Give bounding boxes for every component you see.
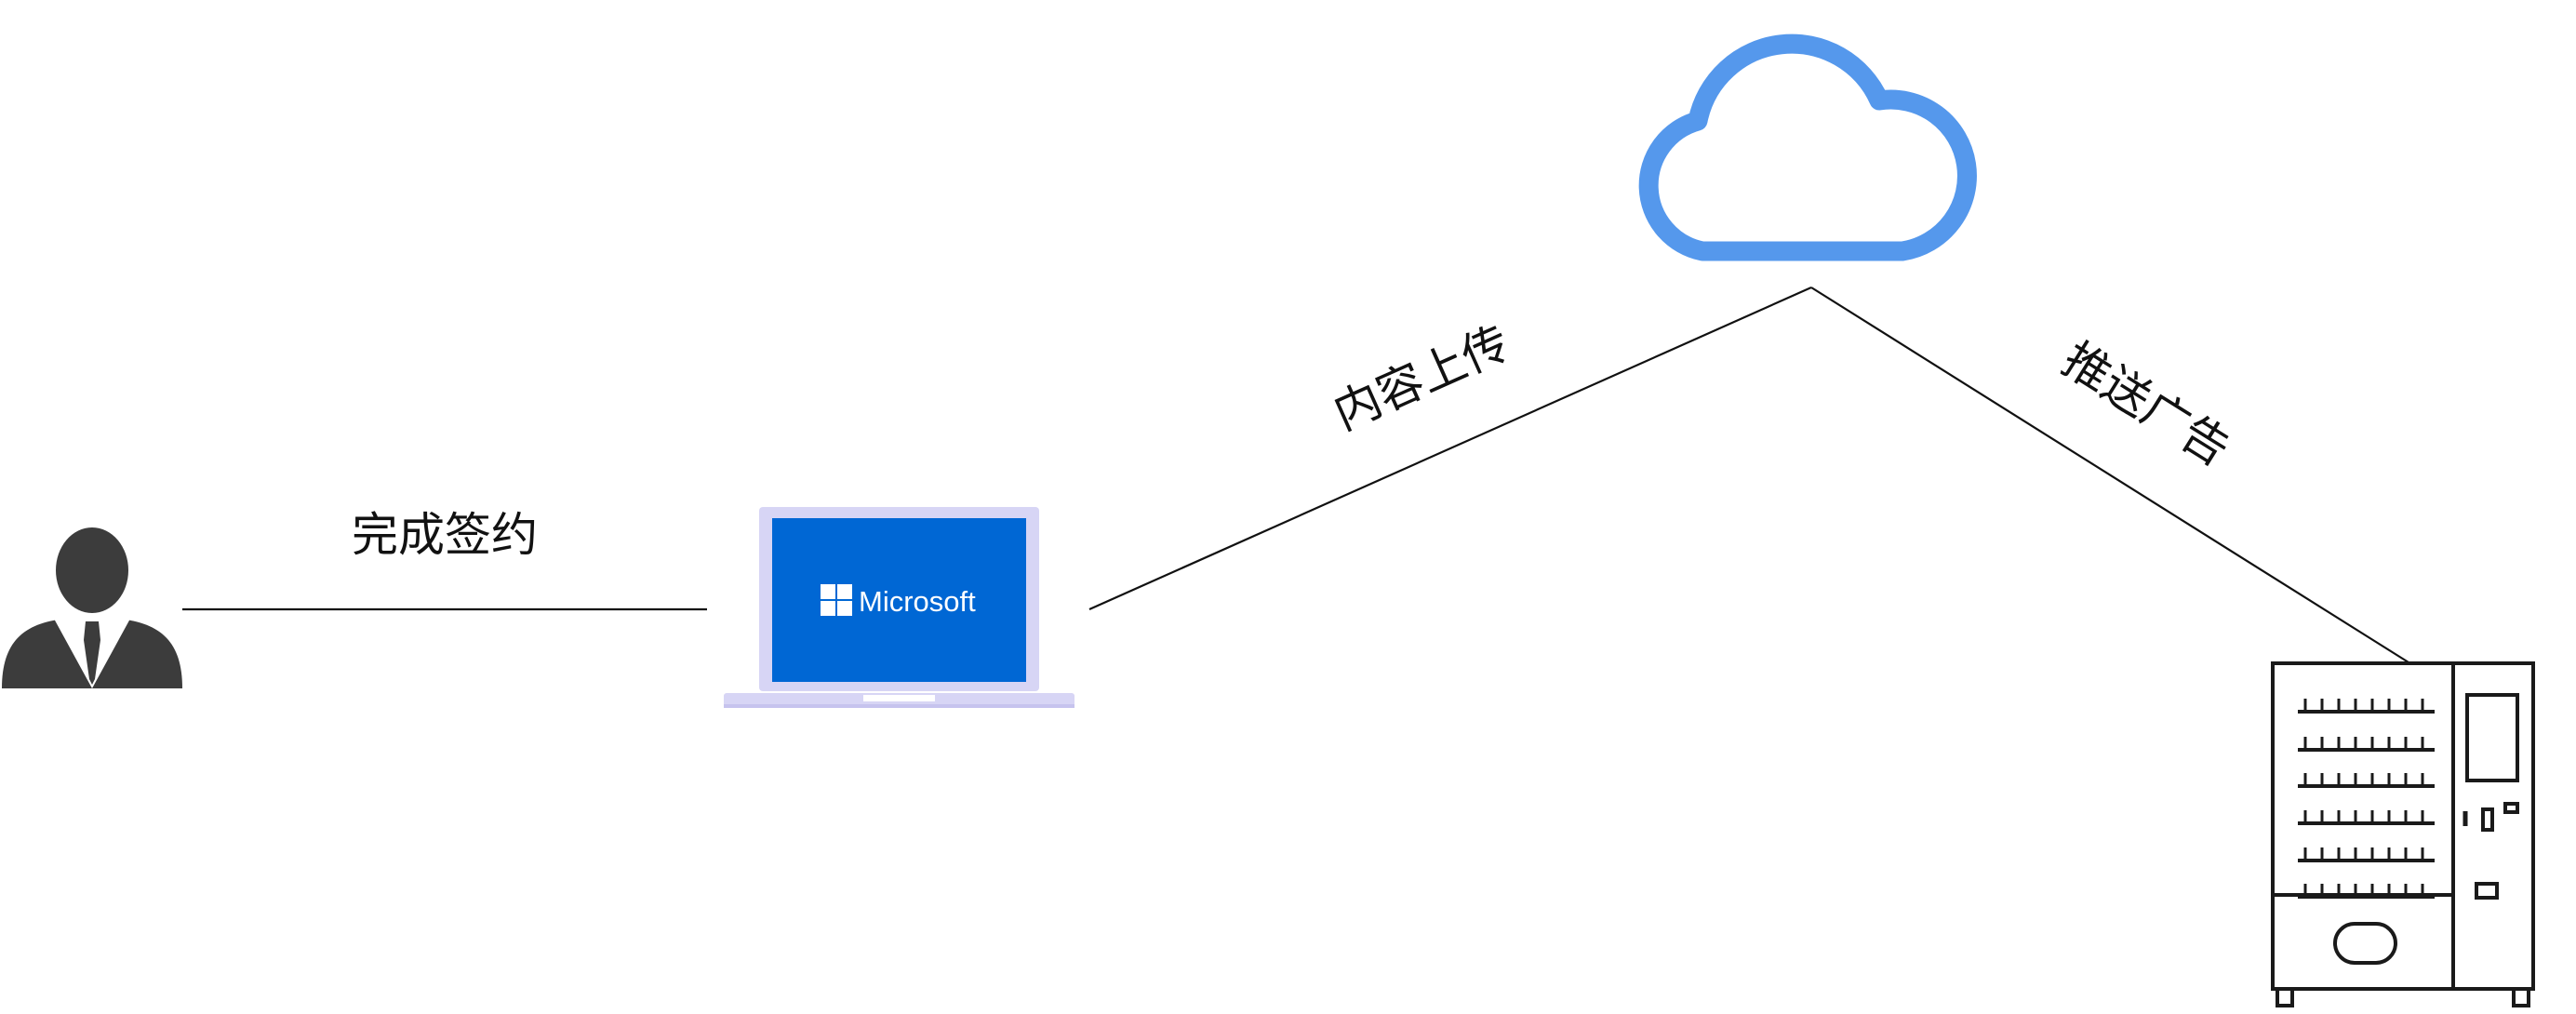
edge-label-push-ads: 推送广告	[2053, 332, 2239, 476]
businessman-icon	[2, 527, 182, 688]
vending-display	[2465, 693, 2519, 782]
edge-label-signing: 完成签约	[352, 508, 538, 562]
edge-laptop-cloud: 内容上传	[1088, 286, 1812, 611]
edge-cloud-vending: 推送广告	[1810, 287, 2409, 663]
vending-shelves	[2298, 699, 2435, 899]
vending-machine-icon	[2271, 661, 2535, 1007]
edge-person-laptop: 完成签约	[182, 508, 707, 611]
laptop-icon: Microsoft	[724, 507, 1074, 708]
edge-label-upload: 内容上传	[1326, 315, 1517, 440]
laptop-screen	[772, 518, 1026, 682]
microsoft-logo-text: Microsoft	[859, 585, 976, 618]
vending-coin-slot	[2475, 882, 2499, 900]
windows-logo-icon	[821, 584, 852, 616]
vending-dispense-slot	[2333, 922, 2397, 965]
cloud-icon	[1638, 33, 1977, 261]
